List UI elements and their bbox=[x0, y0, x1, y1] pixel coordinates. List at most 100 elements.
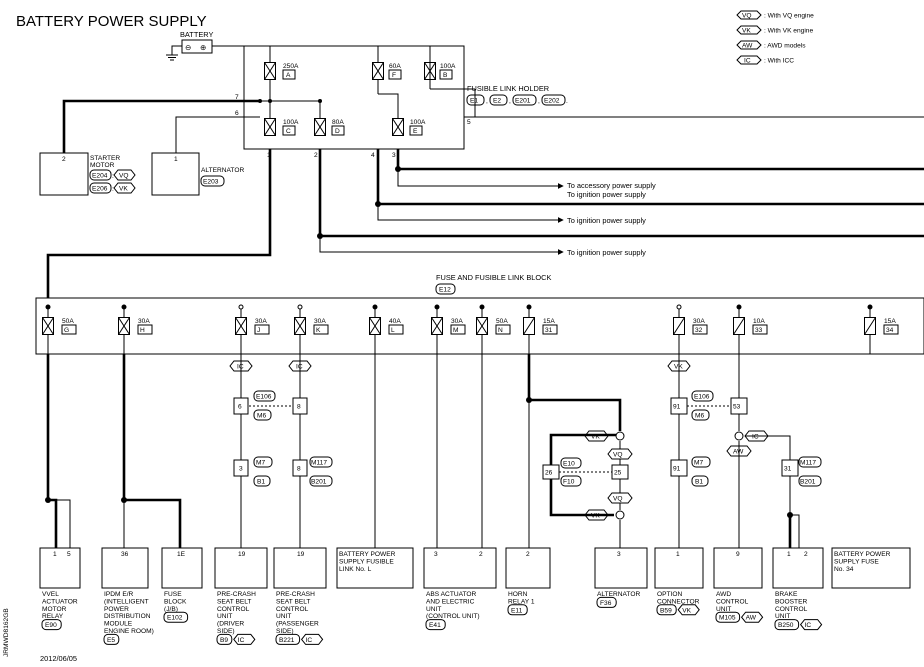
fuse-amp: 15A bbox=[884, 318, 896, 325]
svg-text:250A: 250A bbox=[283, 63, 299, 70]
component-name-line: (INTELLIGENT bbox=[104, 598, 149, 605]
option-tag: IC bbox=[306, 637, 313, 644]
svg-text:M6: M6 bbox=[695, 413, 704, 420]
svg-text:25: 25 bbox=[614, 470, 622, 477]
svg-text:IC: IC bbox=[237, 364, 244, 371]
svg-text:STARTER: STARTER bbox=[90, 155, 120, 162]
svg-text:FUSIBLE LINK HOLDER: FUSIBLE LINK HOLDER bbox=[467, 84, 549, 93]
svg-text:E106: E106 bbox=[694, 394, 710, 401]
fuse-id: 34 bbox=[886, 327, 894, 334]
component-name-line: AND ELECTRIC bbox=[426, 598, 475, 605]
component-name-line: LINK No. L bbox=[339, 566, 372, 573]
svg-text:⊕: ⊕ bbox=[200, 43, 206, 52]
svg-text:E2: E2 bbox=[493, 98, 501, 105]
svg-text:,: , bbox=[486, 98, 488, 105]
component-name-line: SUPPLY FUSIBLE bbox=[339, 558, 394, 565]
fuse-A bbox=[264, 62, 276, 80]
component-name-line: BATTERY POWER bbox=[834, 551, 891, 558]
component-name-line: ABS ACTUATOR bbox=[426, 591, 477, 598]
svg-text:E10: E10 bbox=[563, 461, 575, 468]
svg-text:AW: AW bbox=[733, 449, 744, 456]
fuse-G: 50A G bbox=[42, 304, 77, 354]
svg-text:VK: VK bbox=[119, 186, 128, 193]
component-name-line: SUPPLY FUSE bbox=[834, 558, 879, 565]
svg-text:VK: VK bbox=[742, 28, 751, 35]
fuse-amp: 30A bbox=[451, 318, 463, 325]
option-tag: VK bbox=[682, 607, 691, 614]
supply-label-ignition-c: To ignition power supply bbox=[567, 248, 646, 257]
component-name-line: PRE-CRASH bbox=[217, 591, 256, 598]
starter-motor: 2 STARTER MOTOR E204 : VQ E206 : VK bbox=[39, 152, 136, 196]
fuse-amp: 50A bbox=[62, 318, 74, 325]
fuse-amp: 30A bbox=[314, 318, 326, 325]
svg-text:M6: M6 bbox=[257, 413, 266, 420]
fuse-amp: 30A bbox=[138, 318, 150, 325]
pin-label: 1 bbox=[787, 551, 791, 558]
svg-text:D: D bbox=[335, 128, 340, 135]
option-tag: AW bbox=[746, 615, 757, 622]
svg-text:: With VQ engine: : With VQ engine bbox=[764, 13, 814, 20]
svg-text:VQ: VQ bbox=[742, 13, 752, 20]
svg-text:91: 91 bbox=[673, 466, 681, 473]
svg-text:8: 8 bbox=[297, 466, 301, 473]
component-name-line: UNIT bbox=[217, 613, 232, 620]
svg-text:26: 26 bbox=[545, 470, 553, 477]
svg-text:VK: VK bbox=[591, 513, 600, 520]
svg-text:M117: M117 bbox=[311, 460, 327, 467]
fuse-D bbox=[314, 118, 326, 136]
junctions: IC IC VK E106 M6 6 8 E106 M6 91 53 M7 B1… bbox=[229, 360, 822, 521]
svg-text:B1: B1 bbox=[257, 479, 265, 486]
connector-id: E41 bbox=[429, 622, 441, 629]
component-name-line: HORN bbox=[508, 591, 528, 598]
component-name-line: BOOSTER bbox=[775, 598, 807, 605]
svg-text:E106: E106 bbox=[256, 394, 272, 401]
component-name-line: DISTRIBUTION bbox=[104, 613, 151, 620]
component-name-line: (DRIVER bbox=[217, 621, 244, 628]
pin-label: 3 bbox=[617, 551, 621, 558]
svg-text:VK: VK bbox=[591, 434, 600, 441]
svg-text:100A: 100A bbox=[410, 119, 426, 126]
supply-label-ignition-b: To ignition power supply bbox=[567, 216, 646, 225]
svg-text:E206: E206 bbox=[92, 186, 108, 193]
fuse-id: G bbox=[64, 327, 69, 334]
component-name-line: CONTROL bbox=[217, 606, 250, 613]
svg-text:IC: IC bbox=[744, 58, 751, 65]
svg-text:,: , bbox=[509, 98, 511, 105]
svg-text:C: C bbox=[286, 128, 291, 135]
svg-text:100A: 100A bbox=[440, 63, 456, 70]
component-name-line: BATTERY POWER bbox=[339, 551, 396, 558]
svg-text:E: E bbox=[413, 128, 418, 135]
component-name-line: MODULE bbox=[104, 621, 133, 628]
svg-text:: With ICC: : With ICC bbox=[764, 58, 794, 65]
connector-id: B250 bbox=[778, 622, 794, 629]
component-name-line: VVEL bbox=[42, 591, 59, 598]
component-name-line: (PASSENGER bbox=[276, 621, 319, 628]
svg-text:M7: M7 bbox=[256, 460, 265, 467]
pin-label: 2 bbox=[479, 551, 483, 558]
svg-text:B201: B201 bbox=[800, 479, 816, 486]
svg-text:: AWD models: : AWD models bbox=[764, 43, 806, 50]
svg-text::: : bbox=[112, 173, 114, 180]
legend-item-ic: IC : With ICC bbox=[736, 55, 794, 65]
svg-text:2: 2 bbox=[62, 156, 66, 163]
component-name-line: CONTROL bbox=[775, 606, 808, 613]
component-name-line: CONNECTOR bbox=[657, 598, 700, 605]
pin-label: 2 bbox=[526, 551, 530, 558]
diagram-code: JRMWD8162GB bbox=[3, 608, 10, 657]
pin-label: 19 bbox=[238, 551, 246, 558]
alternator-top: 1 ALTERNATOR E203 bbox=[151, 152, 244, 196]
svg-text:E204: E204 bbox=[92, 173, 108, 180]
svg-text:31: 31 bbox=[784, 466, 792, 473]
svg-text:ALTERNATOR: ALTERNATOR bbox=[201, 167, 244, 174]
svg-text:,: , bbox=[538, 98, 540, 105]
component-name-line: ENGINE ROOM) bbox=[104, 628, 154, 635]
svg-text:E12: E12 bbox=[439, 287, 451, 294]
svg-text::: : bbox=[112, 186, 114, 193]
